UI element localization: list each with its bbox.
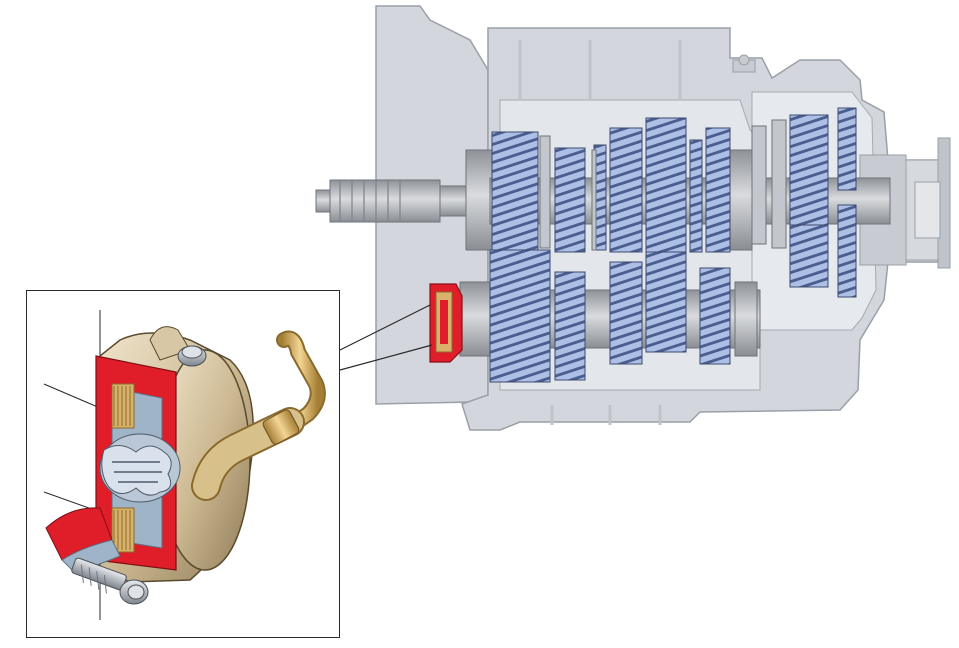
- oil-pump-inset: [43, 310, 326, 620]
- synchronizers: [539, 119, 787, 251]
- oil-pump-highlight: [429, 283, 463, 363]
- pump-gear: [99, 433, 181, 503]
- bottom-bolt: [71, 557, 149, 605]
- callout-leader: [339, 304, 433, 371]
- countershaft-gears: [489, 204, 857, 383]
- main-shaft-gears: [491, 107, 857, 253]
- top-bolt: [177, 345, 207, 367]
- oil-pipe: [191, 330, 326, 501]
